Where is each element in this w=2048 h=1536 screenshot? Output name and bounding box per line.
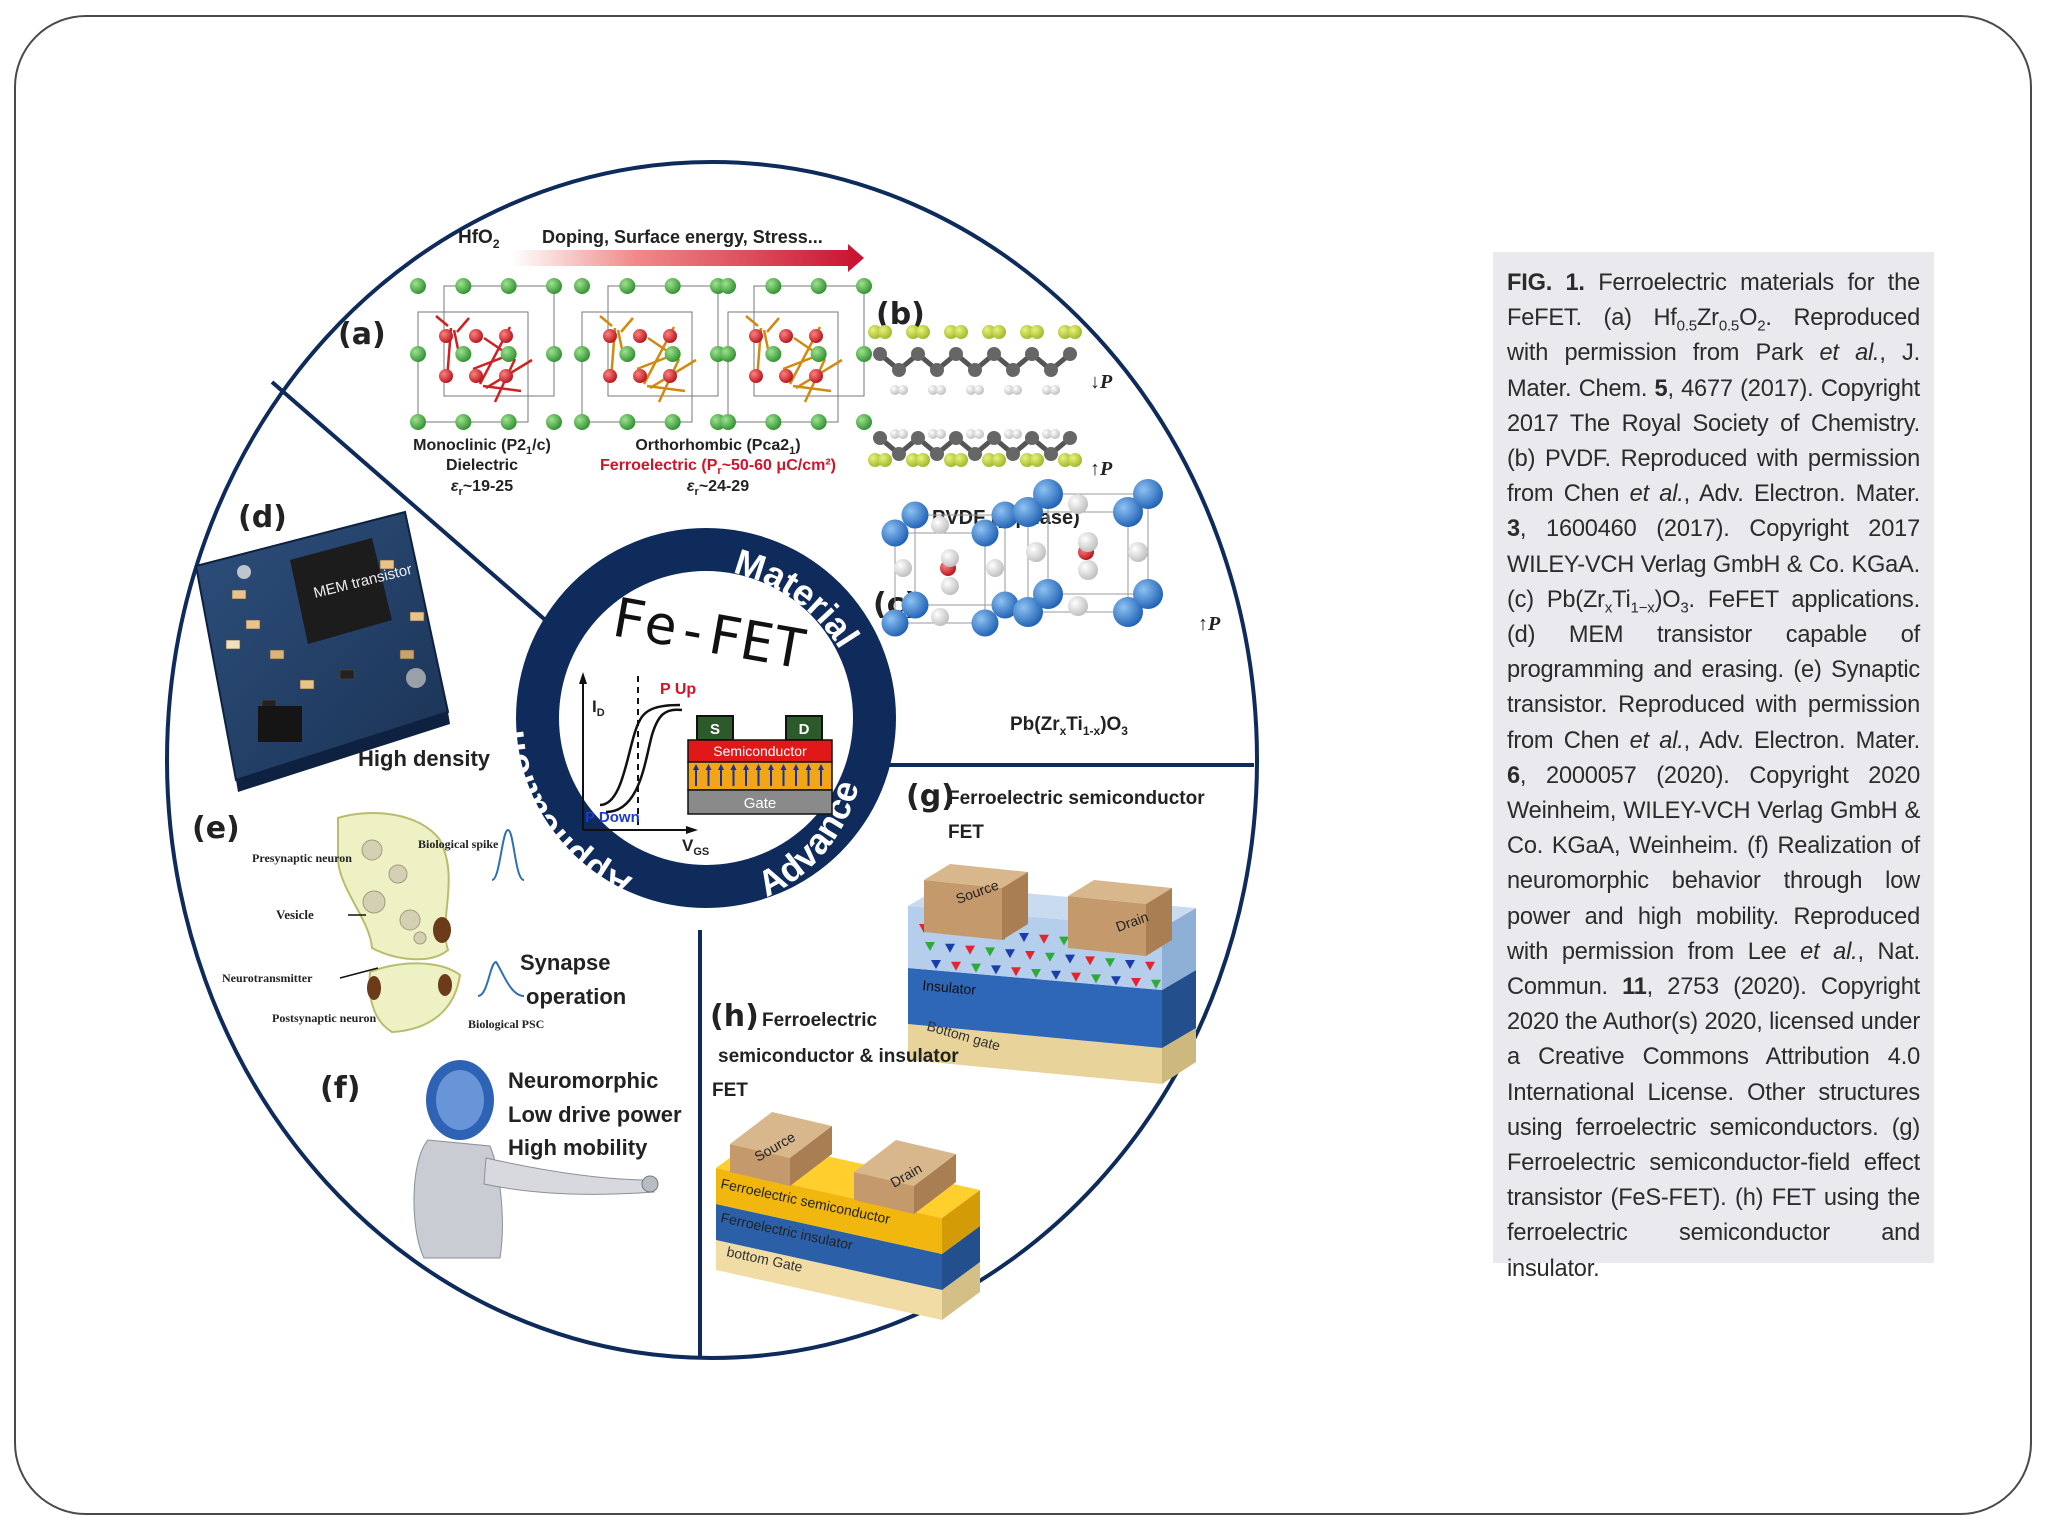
svg-text:Gate: Gate xyxy=(744,795,777,812)
pzt-formula: Pb(ZrxTi1-x)O3 xyxy=(1010,714,1128,738)
eps-mono-label: εr~19-25 xyxy=(451,478,513,498)
trend-arrow-label: Doping, Surface energy, Stress... xyxy=(542,227,823,247)
humanoid-robot-image xyxy=(413,1060,659,1259)
ferroelectric-label: Ferroelectric (Pr~50-60 μC/cm²) xyxy=(600,457,836,477)
postsynaptic-label: Postsynaptic neuron xyxy=(272,1011,376,1025)
neurotransmitter-label: Neurotransmitter xyxy=(222,971,313,985)
pzt-p-up: ↑P xyxy=(1198,613,1221,635)
panel-h-title-line1: Ferroelectric xyxy=(762,1010,878,1031)
pvdf-chains xyxy=(868,325,1082,467)
g-insulator-label: Insulator xyxy=(922,977,977,998)
bio-spike-label: Biological spike xyxy=(418,837,499,851)
low-drive-power-label: Low drive power xyxy=(508,1102,682,1127)
panel-g-title-line1: Ferroelectric semiconductor xyxy=(948,788,1205,809)
panel-e-label: (e) xyxy=(192,811,240,846)
synapse-line1: Synapse xyxy=(520,950,611,975)
svg-text:Semiconductor: Semiconductor xyxy=(713,743,807,759)
fe-semi-ins-fet-device xyxy=(716,1112,980,1320)
panel-h-title-line3: FET xyxy=(712,1080,748,1101)
hfo2-crystal-structures xyxy=(410,278,872,430)
neuromorphic-label: Neuromorphic xyxy=(508,1068,658,1093)
center-device-stack: S D Semiconductor Gate xyxy=(687,715,833,815)
presynaptic-label: Presynaptic neuron xyxy=(252,851,352,865)
svg-text:D: D xyxy=(799,721,810,738)
panel-d-label: (d) xyxy=(238,500,287,535)
bio-psc-label: Biological PSC xyxy=(468,1017,544,1031)
pvdf-p-up: ↑P xyxy=(1090,458,1113,480)
synapse-diagram xyxy=(337,812,525,1034)
pvdf-p-down: ↓P xyxy=(1090,371,1113,393)
eps-ortho-label: εr~24-29 xyxy=(687,478,749,498)
mem-chip-board: MEM transistor xyxy=(194,510,450,792)
hfo2-label: HfO2 xyxy=(458,227,500,251)
orthorhombic-label: Orthorhombic (Pca21) xyxy=(635,437,800,457)
p-down-label: P Down xyxy=(585,809,640,826)
panel-a-label: (a) xyxy=(338,317,386,352)
pzt-crystals xyxy=(881,479,1163,637)
panel-g-title-line2: FET xyxy=(948,822,984,843)
vesicle-label: Vesicle xyxy=(276,907,314,922)
monoclinic-label: Monoclinic (P21/c) xyxy=(413,437,551,457)
axis-id-label: ID xyxy=(592,697,605,719)
panel-h-title-line2: semiconductor & insulator xyxy=(718,1046,959,1067)
high-mobility-label: High mobility xyxy=(508,1135,648,1160)
synapse-line2: operation xyxy=(526,984,626,1009)
fefet-figure: Material Application Advance Fe-FET ID V… xyxy=(165,160,1259,1360)
panel-h-label: (h) xyxy=(710,999,759,1034)
hysteresis-plot: ID VGS P Up P Down xyxy=(579,672,709,858)
panel-g-label: (g) xyxy=(906,779,955,814)
fes-fet-device xyxy=(908,864,1196,1084)
high-density-label: High density xyxy=(358,746,491,771)
dielectric-label: Dielectric xyxy=(446,457,518,474)
trend-arrow xyxy=(512,244,864,272)
svg-text:S: S xyxy=(710,721,720,738)
p-up-label: P Up xyxy=(660,681,696,698)
axis-vgs-label: VGS xyxy=(682,836,709,858)
figure-caption: FIG. 1. Ferroelectric materials for the … xyxy=(1493,252,1934,1282)
panel-f-label: (f) xyxy=(320,1071,360,1106)
